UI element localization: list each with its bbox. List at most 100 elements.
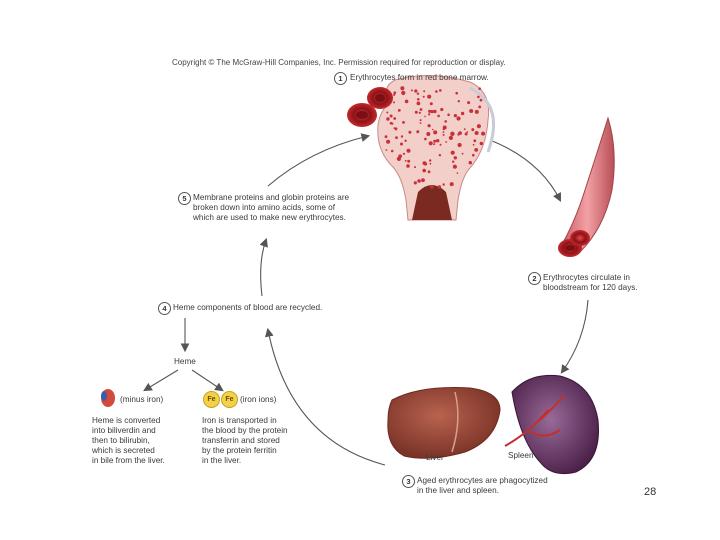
marrow-dot [456,116,461,121]
marrow-dot [428,113,431,116]
marrow-dot [406,148,411,153]
marrow-dot [404,159,407,162]
marrow-dot [468,161,472,165]
marrow-dot [419,122,422,124]
marrow-dot [476,124,481,129]
marrow-dot [456,172,459,174]
marrow-dot [464,132,468,136]
marrow-dot [453,156,457,160]
marrow-dot [414,166,416,169]
marrow-dot [389,114,393,118]
marrow-dot [424,115,426,118]
marrow-dot [408,130,412,134]
iron-fate-text: Iron is transported in the blood by the … [202,416,288,465]
liver-illustration [387,387,501,459]
step-1-text: Erythrocytes form in red bone marrow. [350,73,489,82]
step-2-text: Erythrocytes circulate in bloodstream fo… [543,273,638,292]
marrow-dot [419,108,423,111]
marrow-dot [447,113,450,117]
marrow-dot [413,181,417,185]
marrow-dot [427,170,431,174]
step-5-number: 5 [178,192,191,205]
marrow-dot [433,109,437,114]
marrow-dot [444,120,448,123]
marrow-dot [416,101,421,106]
arrow-heme-iron [191,369,224,392]
marrow-dot [402,152,406,155]
marrow-dot [437,185,442,189]
marrow-dot [437,114,440,118]
step-4-text: Heme components of blood are recycled. [173,303,323,312]
marrow-dot [442,183,445,186]
marrow-dot [416,130,420,134]
marrow-dot [407,159,411,163]
step-5-text: Membrane proteins and globin proteins ar… [193,193,350,222]
marrow-dot [463,128,466,131]
marrow-dot [450,131,455,136]
marrow-dot [442,131,445,134]
marrow-dot [393,91,397,95]
arrow-step5-to-step1 [267,133,371,187]
marrow-dot [472,153,475,157]
marrow-dot [467,101,471,105]
arrow-step4-to-step5 [259,237,268,297]
marrow-dot [479,98,483,102]
step-3-number: 3 [402,475,415,488]
marrow-dot [429,102,433,106]
heme-molecule-icon [101,389,115,407]
marrow-dot [400,86,405,91]
marrow-dot [417,98,420,101]
marrow-dot [410,89,413,92]
blood-vessel-illustration [558,116,615,257]
marrow-dot [442,133,445,136]
marrow-dot [472,143,475,146]
marrow-dot [433,139,437,143]
marrow-dot [436,139,440,143]
marrow-dot [416,92,420,95]
iron-ion-icon-2: Fe [221,391,238,408]
marrow-dot [400,142,403,146]
marrow-dot [423,90,426,93]
spleen-illustration [504,374,600,475]
marrow-dot [429,159,432,162]
arrow-step1-to-step2 [489,139,561,202]
arrow-heme-minus-iron [143,369,179,392]
marrow-dot [457,100,460,103]
marrow-dot [421,178,425,183]
marrow-dot [469,109,474,113]
marrow-dot [419,119,422,122]
liver-label: Liver [426,453,444,462]
step-4-number: 4 [158,302,171,315]
marrow-dot [481,131,486,136]
marrow-dot [422,161,427,166]
marrow-dot [414,89,418,93]
marrow-dot [427,94,432,99]
marrow-dot [402,121,405,124]
marrow-dot [397,109,401,112]
marrow-dot [450,150,455,155]
red-blood-cells-bone [347,87,393,127]
marrow-dot [432,128,434,131]
marrow-dot [394,128,398,131]
marrow-dot [439,143,442,146]
iron-ion-icon-1: Fe [203,391,220,408]
marrow-dot [477,95,480,99]
marrow-dot [393,117,397,120]
marrow-dot [417,179,421,183]
marrow-dot [400,135,404,138]
marrow-dot [418,111,421,114]
marrow-dot [414,110,418,114]
step-1-number: 1 [334,72,347,85]
marrow-dot [442,125,447,130]
marrow-dot [435,90,438,93]
marrow-dot [429,162,432,165]
marrow-dot [424,137,427,141]
marrow-dot [430,110,434,114]
marrow-dot [478,105,482,109]
marrow-dot [457,142,462,148]
marrow-dot [386,139,391,144]
marrow-dot [386,111,389,114]
marrow-dot [471,128,475,132]
iron-ions-label: (iron ions) [240,395,277,404]
